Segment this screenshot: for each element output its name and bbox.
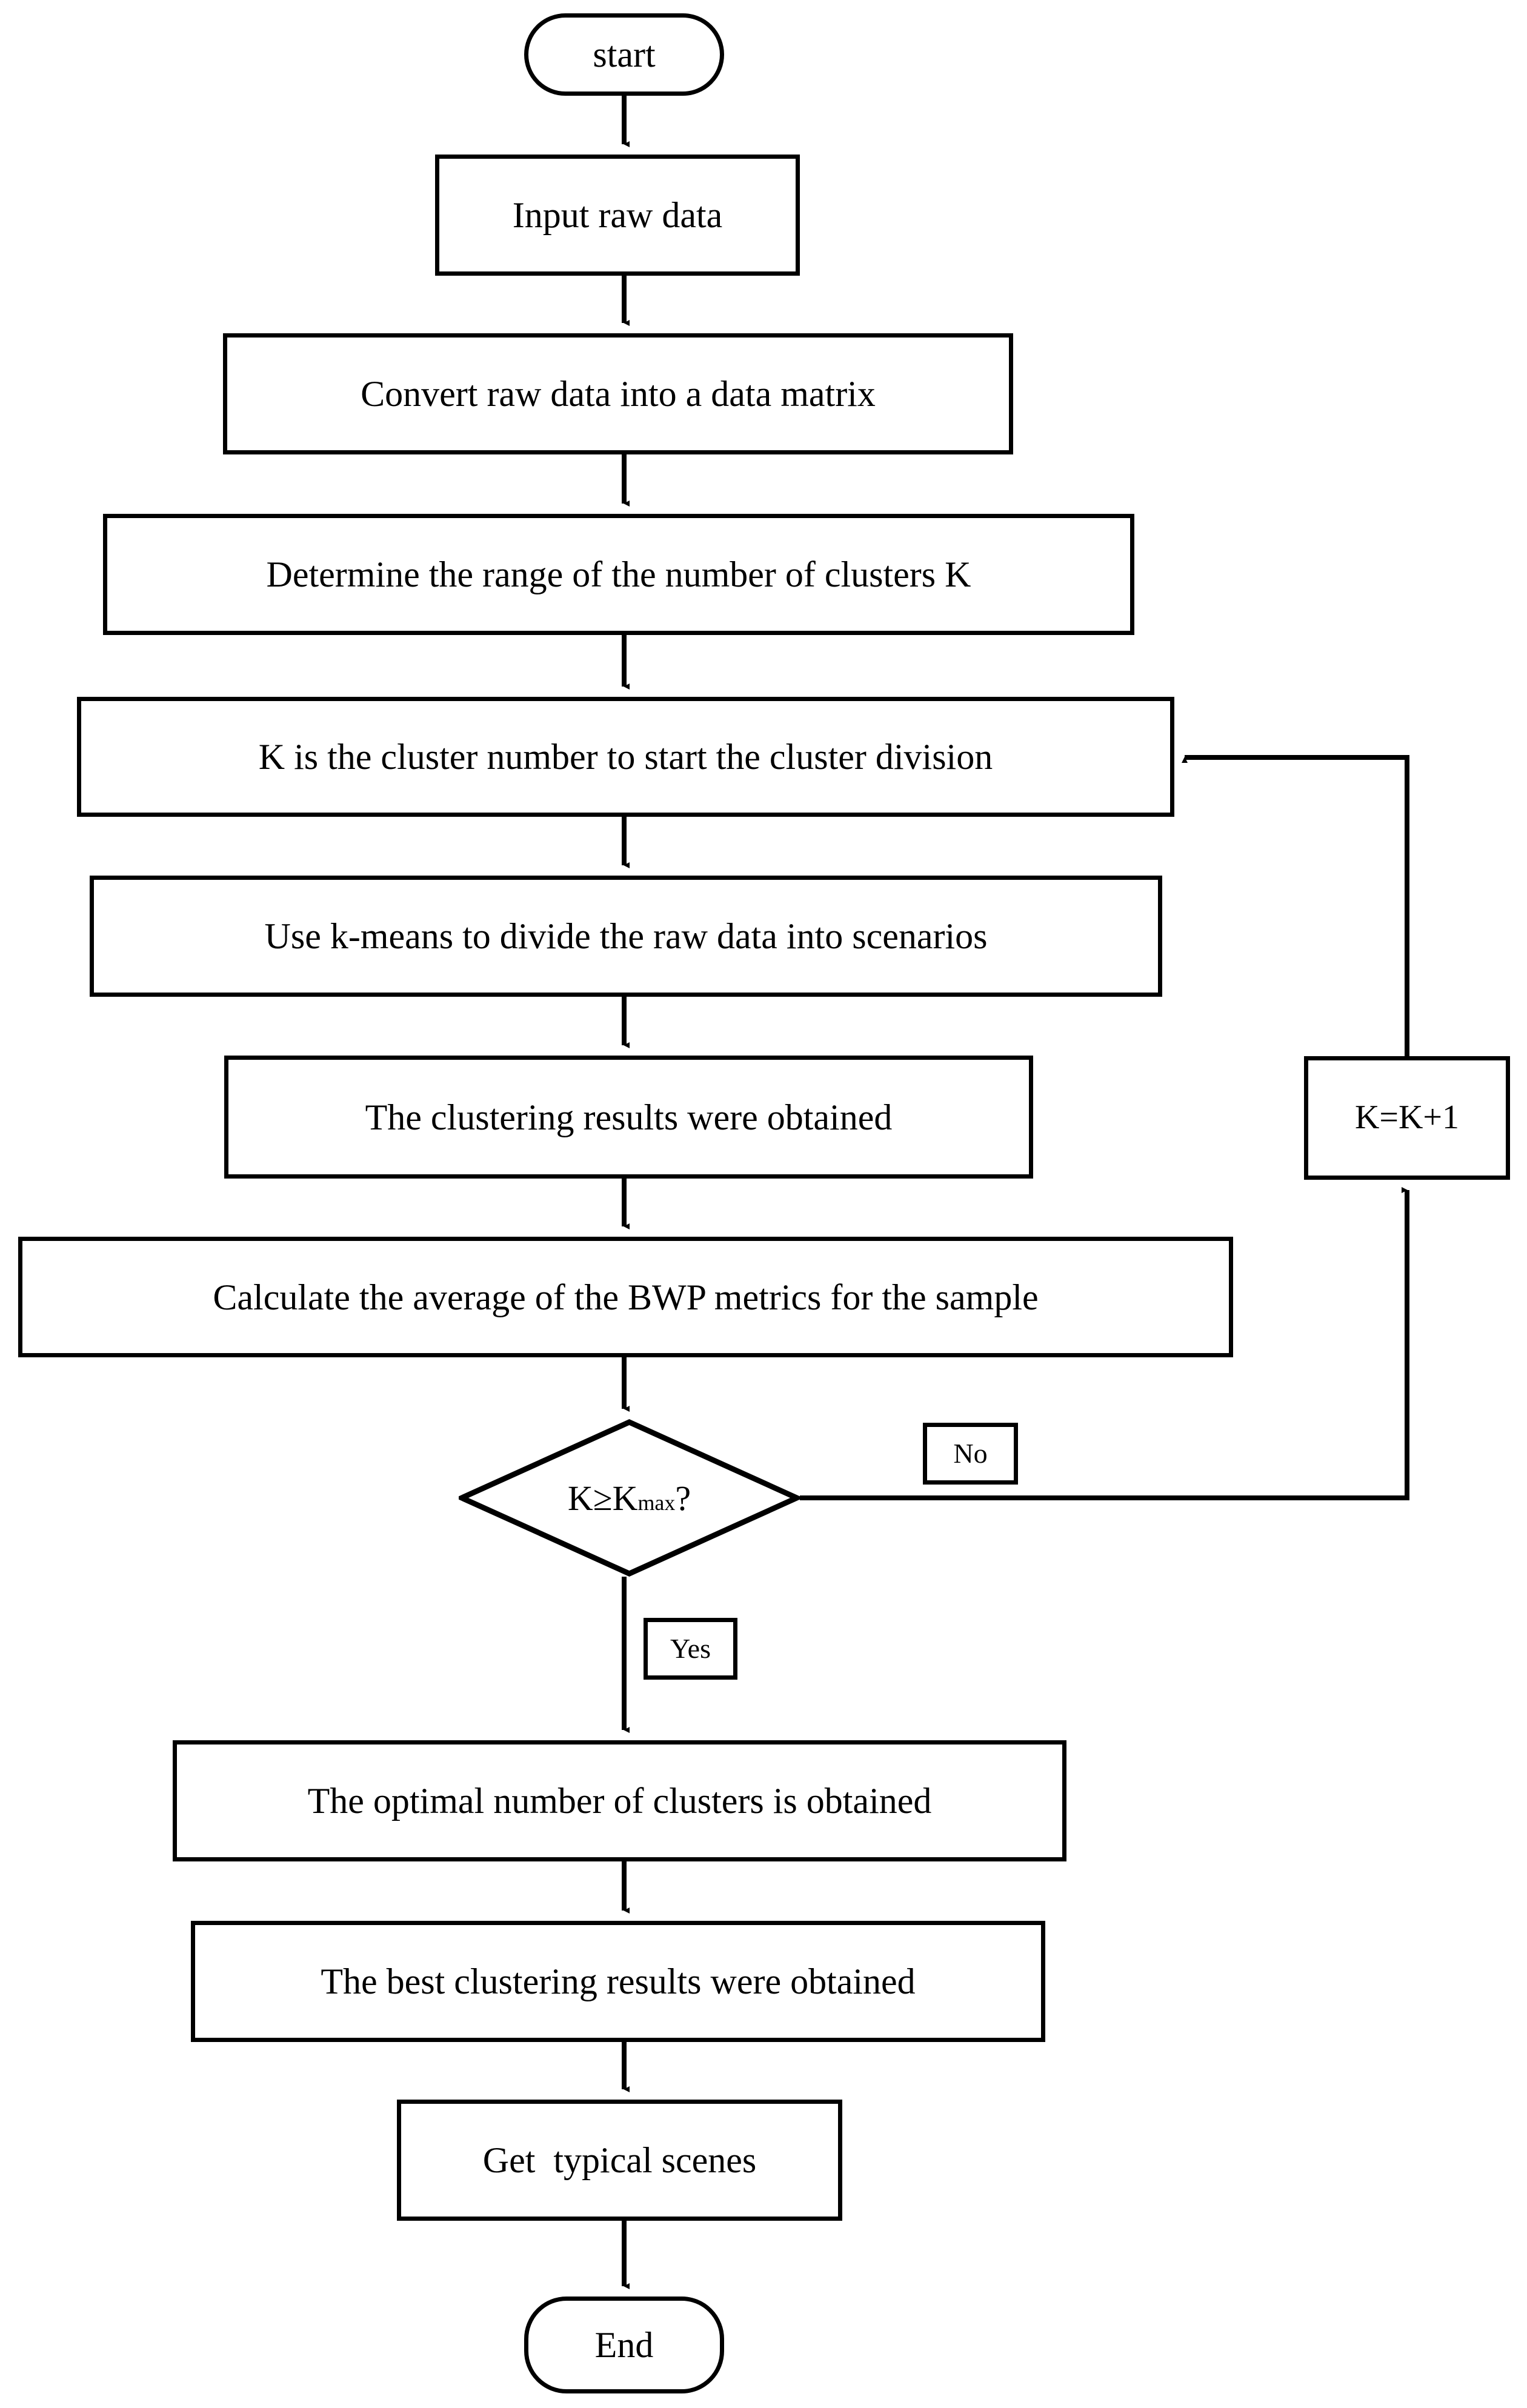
node-best-results-label: The best clustering results were obtaine… bbox=[321, 1961, 916, 2001]
node-cluster-start[interactable]: K is the cluster number to start the clu… bbox=[77, 697, 1174, 817]
node-input-raw-data-label: Input raw data bbox=[512, 195, 723, 235]
node-use-kmeans[interactable]: Use k-means to divide the raw data into … bbox=[90, 876, 1162, 997]
node-convert-matrix-label: Convert raw data into a data matrix bbox=[361, 374, 876, 414]
node-determine-range[interactable]: Determine the range of the number of clu… bbox=[103, 514, 1134, 635]
node-convert-matrix[interactable]: Convert raw data into a data matrix bbox=[223, 333, 1013, 454]
edge-label-no: No bbox=[923, 1423, 1018, 1485]
node-start[interactable]: start bbox=[524, 13, 724, 96]
edge-label-yes: Yes bbox=[644, 1618, 737, 1680]
node-clustering-results[interactable]: The clustering results were obtained bbox=[224, 1056, 1033, 1179]
edge-label-yes-text: Yes bbox=[670, 1632, 711, 1664]
edge-label-no-text: No bbox=[953, 1437, 988, 1469]
node-best-results[interactable]: The best clustering results were obtaine… bbox=[191, 1921, 1045, 2042]
node-increment-k[interactable]: K=K+1 bbox=[1304, 1056, 1510, 1180]
node-calculate-bwp[interactable]: Calculate the average of the BWP metrics… bbox=[18, 1237, 1233, 1357]
node-decision-label-suffix: ? bbox=[675, 1478, 691, 1518]
node-decision-label-prefix: K≥K bbox=[567, 1478, 638, 1518]
node-typical-scenes[interactable]: Get typical scenes bbox=[397, 2100, 842, 2221]
node-typical-scenes-label: Get typical scenes bbox=[482, 2140, 757, 2180]
node-determine-range-label: Determine the range of the number of clu… bbox=[266, 554, 971, 594]
node-cluster-start-label: K is the cluster number to start the clu… bbox=[258, 737, 993, 777]
node-input-raw-data[interactable]: Input raw data bbox=[435, 155, 800, 276]
node-start-label: start bbox=[593, 35, 656, 75]
node-clustering-results-label: The clustering results were obtained bbox=[365, 1097, 893, 1137]
node-increment-k-label: K=K+1 bbox=[1354, 1099, 1460, 1137]
node-decision-label-sub: max bbox=[637, 1490, 676, 1515]
node-calculate-bwp-label: Calculate the average of the BWP metrics… bbox=[213, 1277, 1039, 1317]
node-optimal-clusters-label: The optimal number of clusters is obtain… bbox=[307, 1781, 932, 1821]
node-end-label: End bbox=[594, 2325, 654, 2365]
node-use-kmeans-label: Use k-means to divide the raw data into … bbox=[264, 916, 988, 956]
node-end[interactable]: End bbox=[524, 2297, 724, 2393]
node-optimal-clusters[interactable]: The optimal number of clusters is obtain… bbox=[173, 1740, 1066, 1861]
